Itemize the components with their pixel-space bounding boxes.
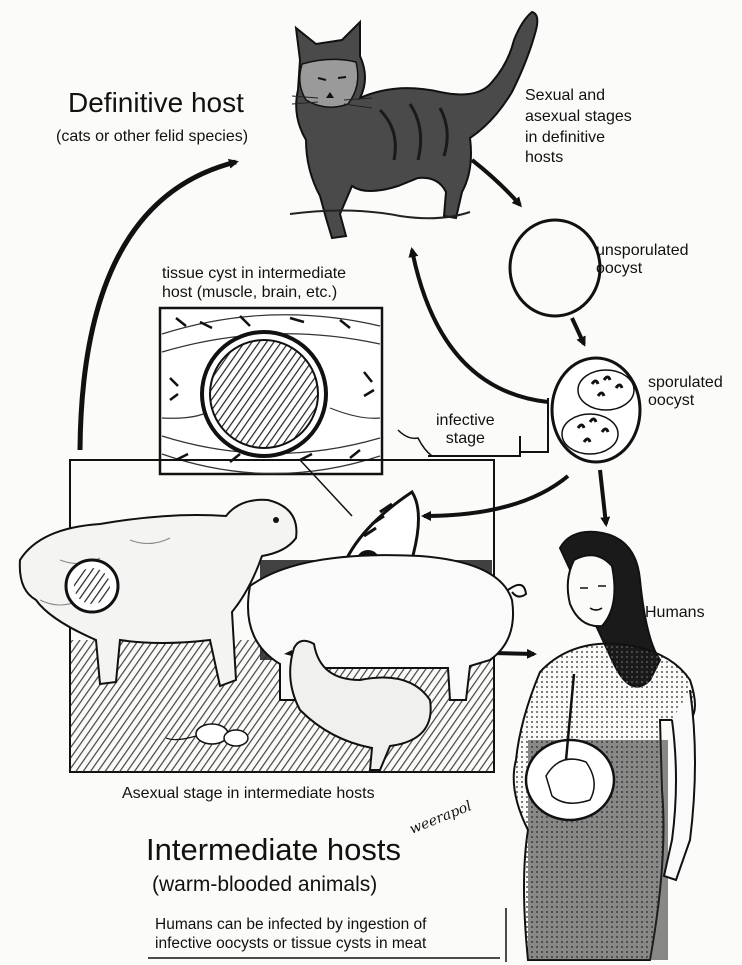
infective-line: stage	[436, 430, 495, 448]
sexual-stages-line: hosts	[525, 148, 632, 169]
infective-line: infective	[436, 412, 495, 430]
arrow-sporulated-to-tachyzoite	[424, 476, 568, 516]
arrow-sporulated-to-humans	[600, 470, 606, 524]
intermediate-hosts-subtitle: (warm-blooded animals)	[152, 873, 377, 898]
sporulated-line: sporulated	[648, 374, 723, 392]
infection-note-line: infective oocysts or tissue cysts in mea…	[155, 934, 426, 953]
cat-illustration	[290, 12, 537, 238]
definitive-host-title: Definitive host	[68, 86, 244, 119]
unsporulated-oocyst	[510, 220, 600, 316]
unsporulated-oocyst-label: unsporulated oocyst	[596, 242, 689, 279]
sexual-stages-line: in definitive	[525, 128, 632, 149]
human-illustration	[514, 532, 695, 960]
unsporulated-line: unsporulated	[596, 242, 689, 260]
infective-stage-leader	[398, 430, 432, 456]
sexual-stages-line: Sexual and	[525, 86, 632, 107]
infection-note: Humans can be infected by ingestion of i…	[155, 915, 426, 954]
sporulated-oocyst	[552, 358, 640, 462]
intermediate-hosts-title: Intermediate hosts	[146, 832, 401, 869]
sporulated-oocyst-label: sporulated oocyst	[648, 374, 723, 411]
sporulated-line: oocyst	[648, 392, 723, 410]
asexual-stage-label: Asexual stage in intermediate hosts	[122, 785, 375, 804]
arrow-sporulated-to-cat	[412, 250, 548, 402]
definitive-host-subtitle: (cats or other felid species)	[56, 128, 248, 147]
tissue-cyst-line: host (muscle, brain, etc.)	[162, 283, 346, 302]
tissue-cyst-line: tissue cyst in intermediate	[162, 264, 346, 283]
infective-stage-label: infective stage	[436, 412, 495, 449]
humans-label: Humans	[645, 604, 705, 623]
sexual-stages-line: asexual stages	[525, 107, 632, 128]
arrow-unsporulated-to-sporulated	[572, 318, 584, 344]
unsporulated-line: oocyst	[596, 260, 689, 278]
tissue-cyst-box	[160, 308, 382, 474]
arrow-cat-to-unsporulated	[472, 160, 520, 205]
sexual-stages-label: Sexual and asexual stages in definitive …	[525, 86, 632, 169]
infection-note-line: Humans can be infected by ingestion of	[155, 915, 426, 934]
tissue-cyst-label: tissue cyst in intermediate host (muscle…	[162, 264, 346, 302]
